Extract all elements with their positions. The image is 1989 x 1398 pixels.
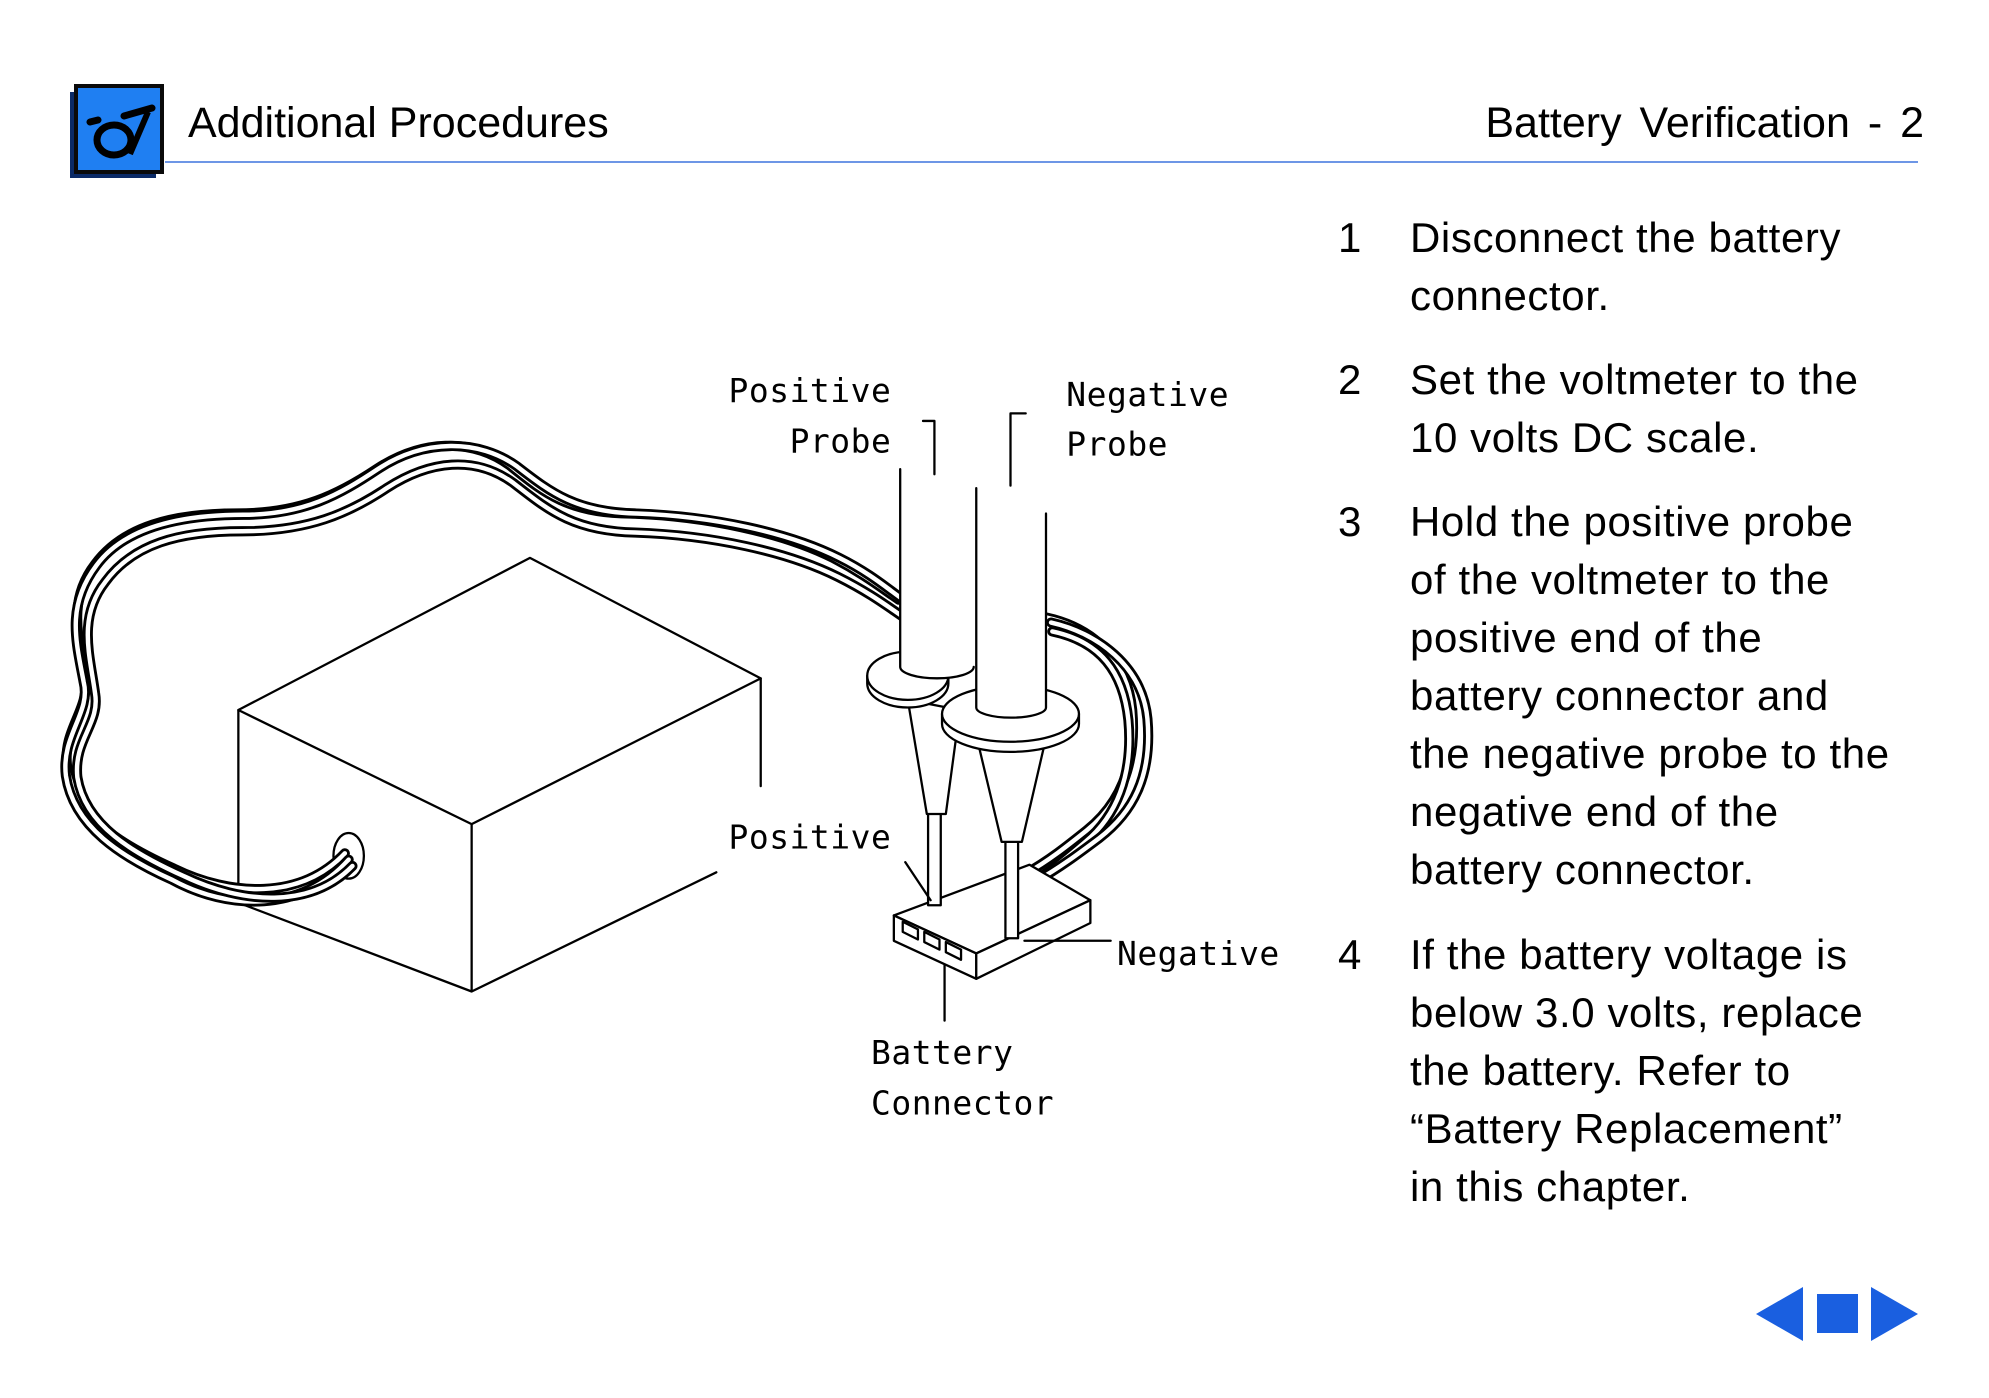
connector-pin — [901, 920, 920, 941]
next-page-button[interactable] — [1870, 1287, 1918, 1341]
positive-probe-label-line1: Positive — [729, 371, 892, 410]
step-text-line: “Battery Replacement” — [1410, 1105, 1843, 1152]
connector-right-face — [975, 899, 1092, 980]
negative-probe-needle — [1004, 838, 1020, 940]
positive-probe — [866, 467, 975, 907]
step-text-line: 10 volts DC scale. — [1410, 414, 1760, 461]
negative-probe-tube-fill — [976, 488, 1046, 718]
step-number: 2 — [1338, 356, 1362, 403]
step-number: 1 — [1338, 214, 1362, 261]
negative-probe-label-line1: Negative — [1066, 375, 1229, 414]
step-number: 4 — [1338, 931, 1362, 978]
section-title: Additional Procedures — [188, 99, 609, 147]
battery-top-face — [237, 556, 762, 826]
step-text-line: If the battery voltage is — [1410, 931, 1848, 978]
negative-probe-leader — [1009, 412, 1027, 487]
negative-probe — [940, 487, 1081, 940]
positive-probe-leader — [921, 419, 936, 476]
step-text-line: of the voltmeter to the — [1410, 556, 1831, 603]
connector-pin — [923, 930, 941, 951]
step-text-line: positive end of the — [1410, 614, 1763, 661]
right-triangle-icon — [1871, 1287, 1918, 1341]
step-text-line: below 3.0 volts, replace — [1410, 989, 1864, 1036]
step-text: Set the voltmeter to the 10 volts DC sca… — [1410, 351, 1859, 467]
negative-contact-label: Negative — [1117, 934, 1280, 973]
logo-glyph-bar — [86, 104, 156, 126]
step-text: If the battery voltage is below 3.0 volt… — [1410, 926, 1863, 1216]
positive-contact-leader — [904, 861, 932, 902]
negative-probe-label-line2: Probe — [1066, 424, 1168, 463]
battery-connector — [892, 863, 1092, 980]
step-text: Disconnect the battery connector. — [1410, 209, 1841, 325]
step-text-line: Set the voltmeter to the — [1410, 356, 1859, 403]
previous-page-button[interactable] — [1756, 1287, 1804, 1341]
square-nav-button[interactable] — [1817, 1294, 1858, 1333]
step-text: Hold the positive probe of the voltmeter… — [1410, 493, 1890, 899]
header-rule — [165, 161, 1918, 163]
step-text-line: in this chapter. — [1410, 1163, 1691, 1210]
step-text-line: battery connector and — [1410, 672, 1829, 719]
battery-connector-label-line1: Battery — [871, 1033, 1013, 1072]
step-text-line: the battery. Refer to — [1410, 1047, 1791, 1094]
positive-contact-label: Positive — [729, 817, 892, 856]
step-text-line: Hold the positive probe — [1410, 498, 1854, 545]
step-text-line: the negative probe to the — [1410, 730, 1890, 777]
positive-probe-needle — [926, 810, 942, 907]
battery-edges — [237, 677, 762, 993]
page-title: Battery Verification - 2 — [1485, 99, 1924, 147]
step-text-line: battery connector. — [1410, 846, 1755, 893]
left-triangle-icon — [1756, 1287, 1803, 1341]
cable-strand-core — [74, 462, 1151, 900]
battery-connector-label-line2: Connector — [871, 1084, 1054, 1123]
cable-strand — [71, 459, 1154, 903]
logo-glyph-stroke — [127, 110, 151, 156]
step-text-line: negative end of the — [1410, 788, 1779, 835]
service-tool-icon — [70, 84, 164, 178]
logo-glyph-ring — [93, 121, 135, 159]
positive-probe-tube-fill — [900, 469, 974, 679]
positive-probe-tube — [899, 467, 975, 680]
positive-probe-label-line2: Probe — [790, 422, 892, 461]
step-text-line: Disconnect the battery — [1410, 214, 1842, 261]
battery-cable — [60, 440, 1154, 907]
connector-pin — [944, 940, 963, 961]
battery-verification-diagram: Positive Probe Negative Probe Positive N… — [60, 371, 1280, 1123]
negative-probe-tube — [975, 487, 1048, 719]
step-text-line: connector. — [1410, 272, 1610, 319]
step-number: 3 — [1338, 498, 1362, 545]
battery-box — [237, 556, 762, 993]
